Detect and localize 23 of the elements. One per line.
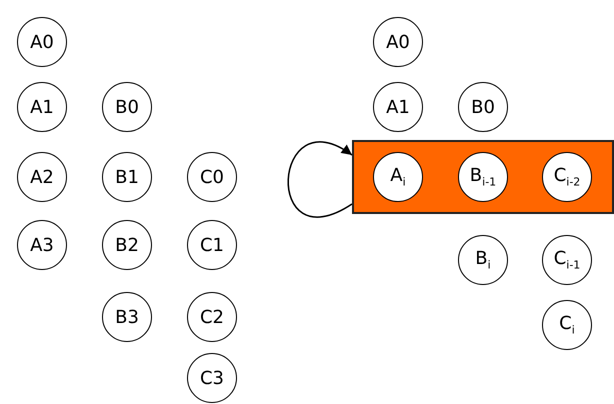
circle-node: B1: [102, 152, 152, 202]
circle-node: B$_{i}$: [458, 235, 508, 285]
circle-node: A0: [17, 17, 67, 67]
circle-node: A3: [17, 220, 67, 270]
circle-node: A$_{i}$: [373, 152, 423, 202]
circle-node: C$_{i}$: [542, 300, 592, 350]
circle-node: A1: [373, 82, 423, 132]
circle-node: A0: [373, 17, 423, 67]
circle-node: B3: [102, 292, 152, 342]
circle-node: A1: [17, 82, 67, 132]
circle-node: C3: [187, 353, 237, 403]
loop-arrow: [288, 141, 352, 218]
circle-node: A2: [17, 152, 67, 202]
circle-node: C0: [187, 152, 237, 202]
band: [352, 140, 614, 214]
circle-node: C$_{i-2}$: [542, 152, 592, 202]
circle-node: C$_{i-1}$: [542, 235, 592, 285]
circle-node: B0: [102, 82, 152, 132]
circle-node: B0: [458, 82, 508, 132]
circle-node: B$_{i-1}$: [458, 152, 508, 202]
circle-node: C1: [187, 220, 237, 270]
circle-node: C2: [187, 292, 237, 342]
circle-node: B2: [102, 220, 152, 270]
